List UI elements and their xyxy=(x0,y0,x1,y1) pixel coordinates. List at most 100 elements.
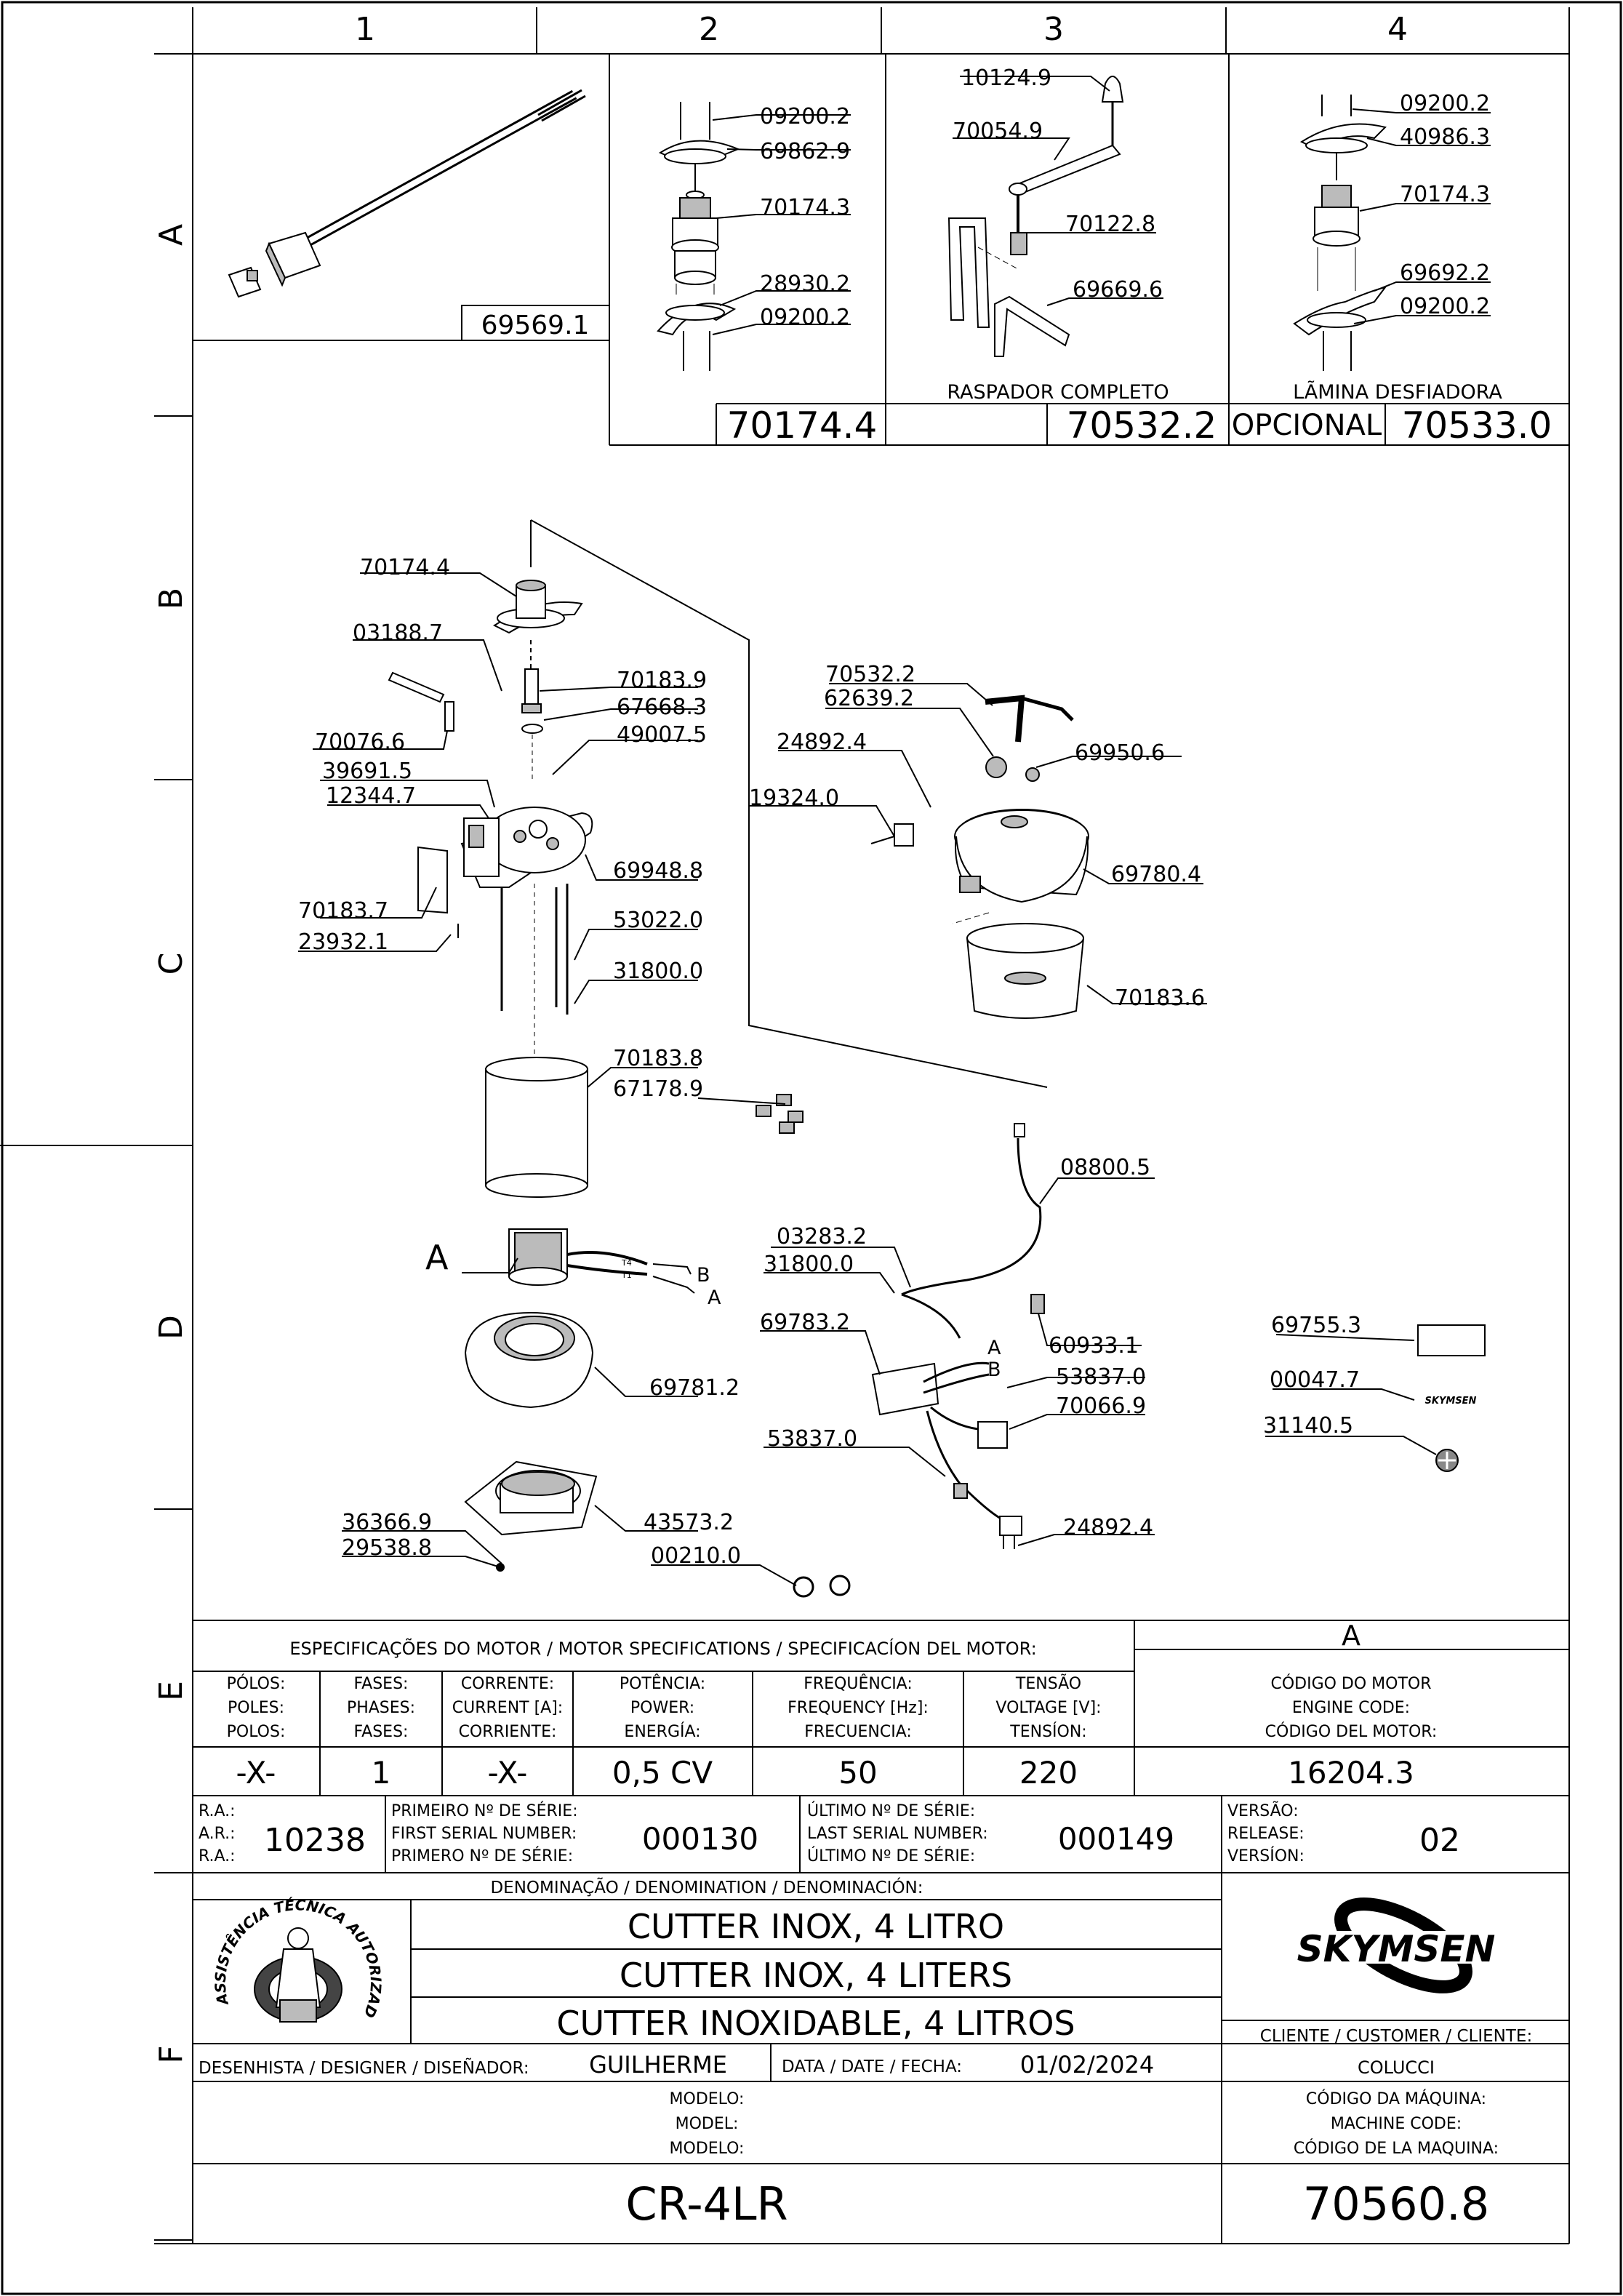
part-label: 69669.6 xyxy=(1073,277,1163,303)
part-label: 24892.4 xyxy=(777,729,867,755)
engine-code-label: CÓDIGO DEL MOTOR: xyxy=(1265,1722,1438,1741)
engine-code-label: CÓDIGO DO MOTOR xyxy=(1270,1674,1431,1693)
date-value: 01/02/2024 xyxy=(1020,2051,1154,2079)
board-tag: A xyxy=(987,1337,1001,1359)
wire-tag: B xyxy=(697,1264,710,1287)
designer-value: GUILHERME xyxy=(589,2051,727,2079)
spec-label: PÓLOS: xyxy=(227,1674,286,1693)
part-label: 70532.2 xyxy=(825,662,915,687)
spec-label: FREQUÊNCIA: xyxy=(804,1674,913,1693)
skymsen-wordmark: SKYMSEN xyxy=(1297,1928,1496,1970)
part-label: 24892.4 xyxy=(1063,1515,1153,1540)
part-label: 03283.2 xyxy=(777,1224,867,1249)
first-serial-label: FIRST SERIAL NUMBER: xyxy=(391,1825,577,1843)
part-label: 70183.7 xyxy=(298,898,388,924)
spec-label: ENERGÍA: xyxy=(624,1722,700,1741)
part-label: 69783.2 xyxy=(760,1310,850,1335)
engine-code-label: ENGINE CODE: xyxy=(1292,1699,1410,1717)
part-label: 09200.2 xyxy=(760,305,850,330)
engine-code-cell: CÓDIGO DO MOTOR ENGINE CODE: CÓDIGO DEL … xyxy=(1265,1674,1438,1791)
part-label: 31800.0 xyxy=(613,959,703,984)
blade-assembly-drawing xyxy=(657,102,740,371)
scraper-caption: RASPADOR COMPLETO xyxy=(947,381,1169,404)
denomination-label: DENOMINAÇÃO / DENOMINATION / DENOMINACIÓ… xyxy=(490,1877,923,1897)
board-tag: B xyxy=(987,1359,1001,1381)
part-label: 70183.6 xyxy=(1115,985,1205,1011)
ra-value: 10238 xyxy=(264,1822,366,1859)
part-label: 69781.2 xyxy=(649,1375,740,1401)
part-label: 31800.0 xyxy=(764,1252,854,1277)
customer-label: CLIENTE / CUSTOMER / CLIENTE: xyxy=(1260,2027,1532,2046)
grid-col-label: 3 xyxy=(1043,11,1064,48)
denomination-en: CUTTER INOX, 4 LITERS xyxy=(620,1956,1012,1995)
engine-code-value: 16204.3 xyxy=(1288,1755,1414,1791)
version-label: VERSÃO: xyxy=(1227,1801,1299,1820)
col3-leaders xyxy=(953,76,1163,306)
part-label: 09200.2 xyxy=(760,104,850,129)
wire-tag: A xyxy=(708,1287,721,1309)
customer-value: COLUCCI xyxy=(1358,2057,1435,2078)
part-label: 69950.6 xyxy=(1075,740,1165,766)
grid-row-label: F xyxy=(153,2045,190,2063)
spec-label: POLES: xyxy=(228,1699,284,1717)
sticker-logo: SKYMSEN xyxy=(1425,1396,1477,1407)
part-label: 03188.7 xyxy=(353,620,443,646)
grid-col-label: 1 xyxy=(355,11,375,48)
col2-leaders xyxy=(712,114,851,335)
ra-label: R.A.: xyxy=(199,1847,236,1865)
scraper-assembly-drawing xyxy=(947,76,1124,357)
spec-col-current: CORRENTE: CURRENT [A]: CORRIENTE: -X- xyxy=(452,1675,563,1791)
denomination-pt: CUTTER INOX, 4 LITRO xyxy=(628,1907,1004,1946)
last-serial-value: 000149 xyxy=(1058,1821,1174,1857)
part-label: 70174.3 xyxy=(1400,182,1490,207)
wire-mark: T1 xyxy=(621,1271,632,1280)
part-label: 28930.2 xyxy=(760,271,850,297)
first-serial-label: PRIMEIRO Nº DE SÉRIE: xyxy=(391,1801,578,1820)
part-label: 40986.3 xyxy=(1400,124,1490,150)
part-label: 67668.3 xyxy=(617,695,707,720)
optional-label: OPCIONAL xyxy=(1232,409,1382,442)
grid-row-label: C xyxy=(153,953,190,975)
part-label: 10124.9 xyxy=(961,65,1051,91)
first-serial-value: 000130 xyxy=(642,1821,758,1857)
cable-assembly-drawing xyxy=(228,89,586,298)
spec-label: VOLTAGE [V]: xyxy=(995,1699,1101,1717)
grid-row-label: E xyxy=(153,1681,190,1701)
spec-label: FREQUENCY [Hz]: xyxy=(788,1699,929,1717)
spec-value: 220 xyxy=(1019,1755,1078,1791)
spec-col-phases: FASES: PHASES: FASES: 1 xyxy=(347,1675,415,1791)
grid-row-label: B xyxy=(153,588,190,609)
part-label: 70183.9 xyxy=(617,668,707,693)
part-label: 70174.4 xyxy=(360,555,450,580)
part-code-70174-4: 70174.4 xyxy=(727,404,878,447)
part-label: 53022.0 xyxy=(613,908,703,933)
part-label: 09200.2 xyxy=(1400,91,1490,116)
part-label: 70183.8 xyxy=(613,1046,703,1071)
model-label: MODELO: xyxy=(670,2090,745,2108)
part-label: 70122.8 xyxy=(1065,212,1155,237)
part-label: 49007.5 xyxy=(617,722,707,748)
last-serial-label: ÚLTIMO Nº DE SÉRIE: xyxy=(807,1847,975,1865)
model-value: CR-4LR xyxy=(625,2177,788,2231)
machine-code-label: MACHINE CODE: xyxy=(1331,2115,1462,2133)
part-code-69569-1: 69569.1 xyxy=(481,311,590,340)
part-label: 00047.7 xyxy=(1270,1367,1360,1393)
version-label: VERSÍON: xyxy=(1227,1847,1305,1865)
part-label: 69862.9 xyxy=(760,139,850,164)
part-code-70533-0: 70533.0 xyxy=(1402,404,1552,447)
shredding-blade-drawing xyxy=(1293,95,1387,371)
shredder-caption: LÃMINA DESFIADORA xyxy=(1293,380,1502,404)
spec-value: -X- xyxy=(488,1755,528,1791)
part-label: 43573.2 xyxy=(644,1510,734,1535)
part-label: 60933.1 xyxy=(1049,1333,1139,1359)
part-label: 67178.9 xyxy=(613,1076,703,1102)
part-label: 31140.5 xyxy=(1263,1413,1353,1439)
col4-leaders xyxy=(1352,108,1491,324)
spec-label: POWER: xyxy=(630,1699,694,1717)
spec-col-power: POTÊNCIA: POWER: ENERGÍA: 0,5 CV xyxy=(612,1674,713,1791)
spec-value: 50 xyxy=(838,1755,877,1791)
grid-column-labels: 1 2 3 4 xyxy=(355,11,1408,48)
part-label: 69948.8 xyxy=(613,858,703,884)
part-label: 09200.2 xyxy=(1400,294,1490,319)
